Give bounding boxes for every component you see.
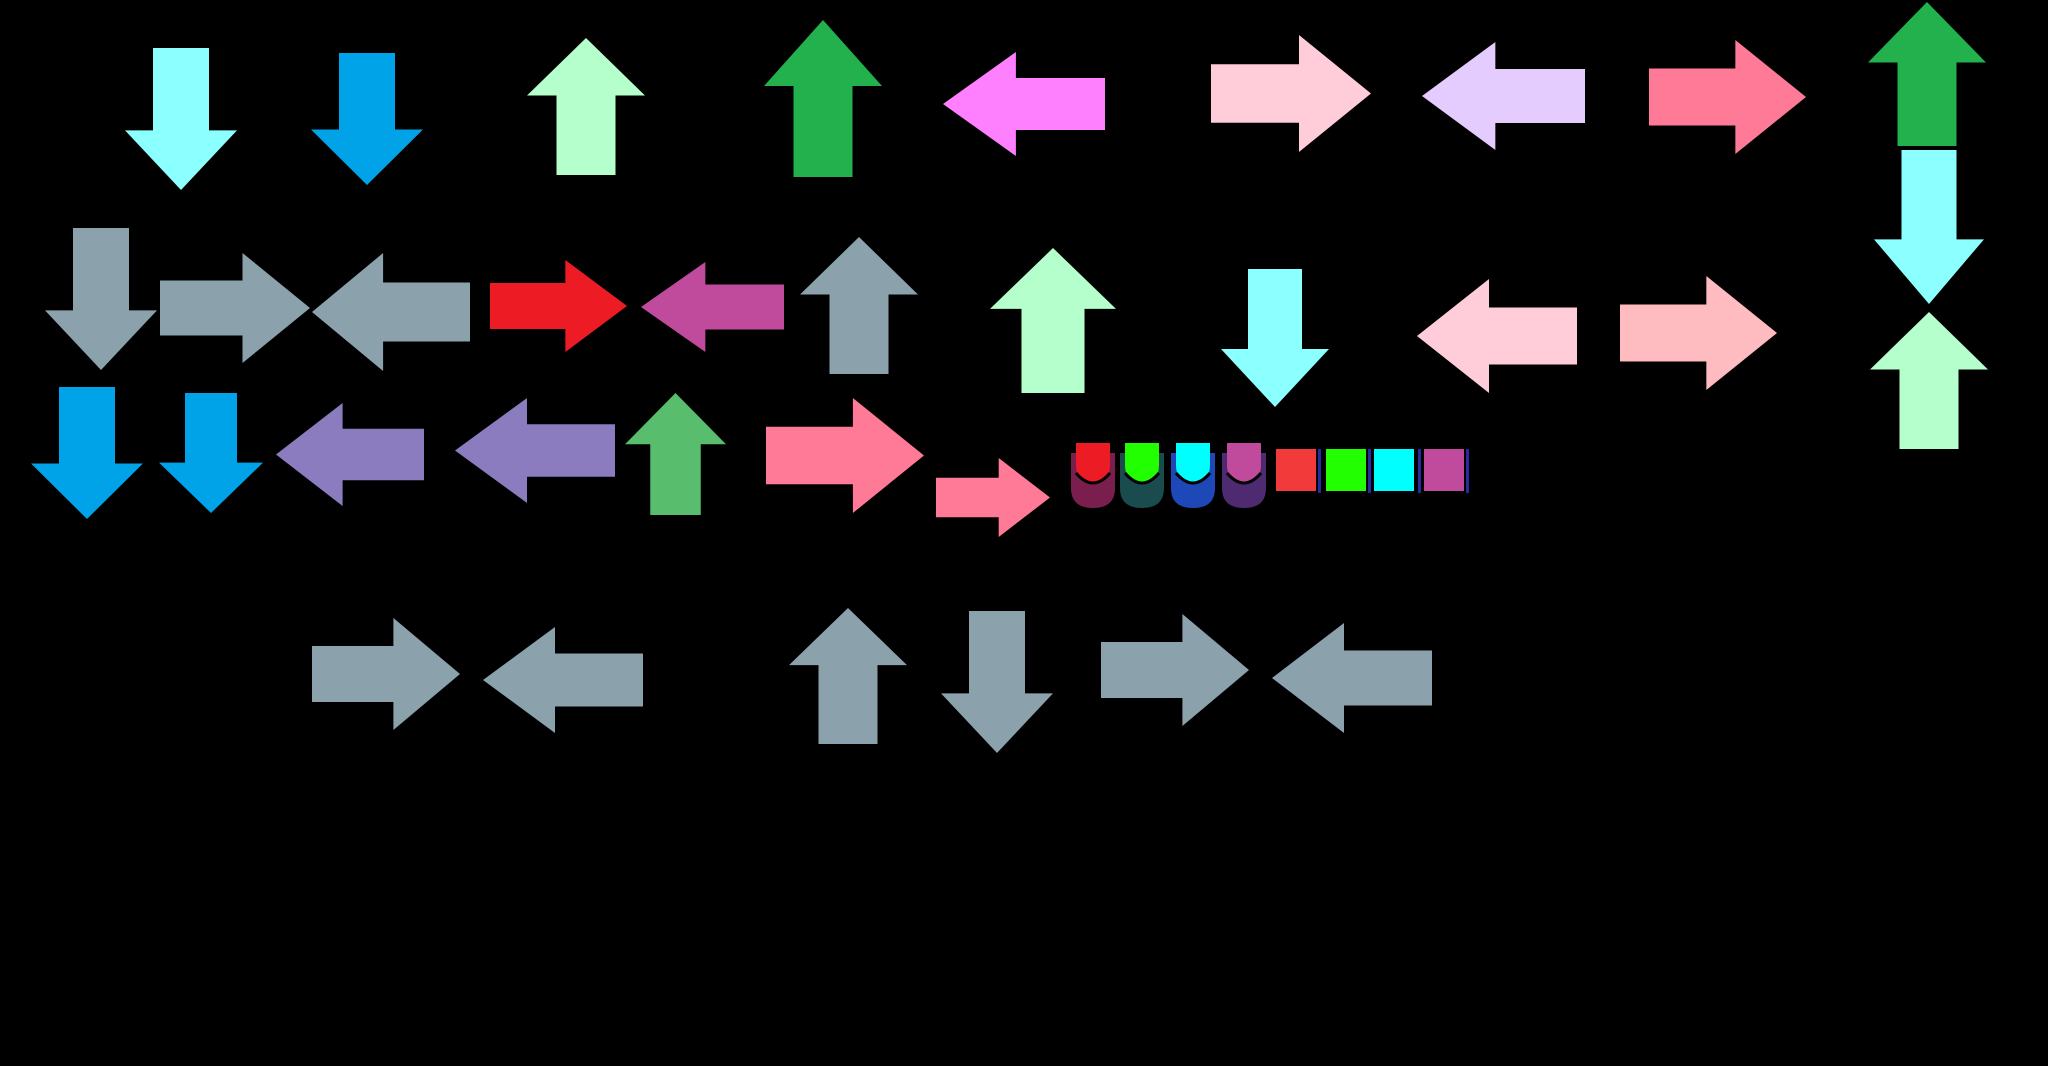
left-arrow-icon: [455, 398, 615, 503]
up-arrow-icon: [625, 393, 726, 515]
right-arrow-icon: [160, 253, 310, 363]
up-arrow-icon: [789, 608, 907, 744]
right-arrow-icon: [1620, 276, 1777, 390]
down-arrow-icon: [45, 228, 157, 370]
left-arrow-icon: [943, 52, 1105, 156]
swatch-divider: [1466, 449, 1469, 493]
right-arrow-icon: [1211, 35, 1371, 152]
left-arrow-icon: [1422, 42, 1585, 150]
swatch-divider: [1418, 449, 1421, 493]
color-swatch: [1374, 449, 1414, 491]
swatch-divider: [1368, 449, 1371, 493]
color-swatch: [1276, 449, 1316, 491]
up-arrow-icon: [527, 38, 645, 175]
left-arrow-icon: [1417, 279, 1577, 393]
left-arrow-icon: [1272, 623, 1432, 733]
up-arrow-icon: [990, 248, 1116, 393]
right-arrow-icon: [1101, 614, 1249, 726]
left-arrow-icon: [312, 253, 470, 371]
up-arrow-icon: [1868, 2, 1986, 146]
down-arrow-icon: [1874, 150, 1984, 304]
left-arrow-icon: [483, 627, 643, 733]
left-arrow-icon: [276, 403, 424, 506]
hold-cap-icon: [1120, 443, 1164, 508]
down-arrow-icon: [311, 53, 423, 185]
down-arrow-icon: [941, 611, 1053, 753]
hold-cap-icon: [1222, 443, 1266, 508]
down-arrow-icon: [31, 387, 143, 519]
right-arrow-icon: [766, 398, 924, 513]
right-arrow-icon: [490, 260, 627, 352]
hold-cap-icon: [1171, 443, 1215, 508]
up-arrow-icon: [1870, 312, 1988, 449]
swatch-divider: [1318, 449, 1321, 493]
color-swatch: [1424, 449, 1464, 491]
down-arrow-icon: [1221, 269, 1329, 407]
right-arrow-icon: [1649, 40, 1806, 154]
up-arrow-icon: [764, 20, 882, 177]
color-swatch: [1326, 449, 1366, 491]
down-arrow-icon: [159, 393, 263, 513]
right-arrow-icon: [312, 618, 460, 730]
hold-cap-icon: [1071, 443, 1115, 508]
left-arrow-icon: [641, 262, 784, 352]
down-arrow-icon: [125, 48, 237, 190]
up-arrow-icon: [800, 237, 918, 374]
right-arrow-icon: [936, 458, 1050, 537]
